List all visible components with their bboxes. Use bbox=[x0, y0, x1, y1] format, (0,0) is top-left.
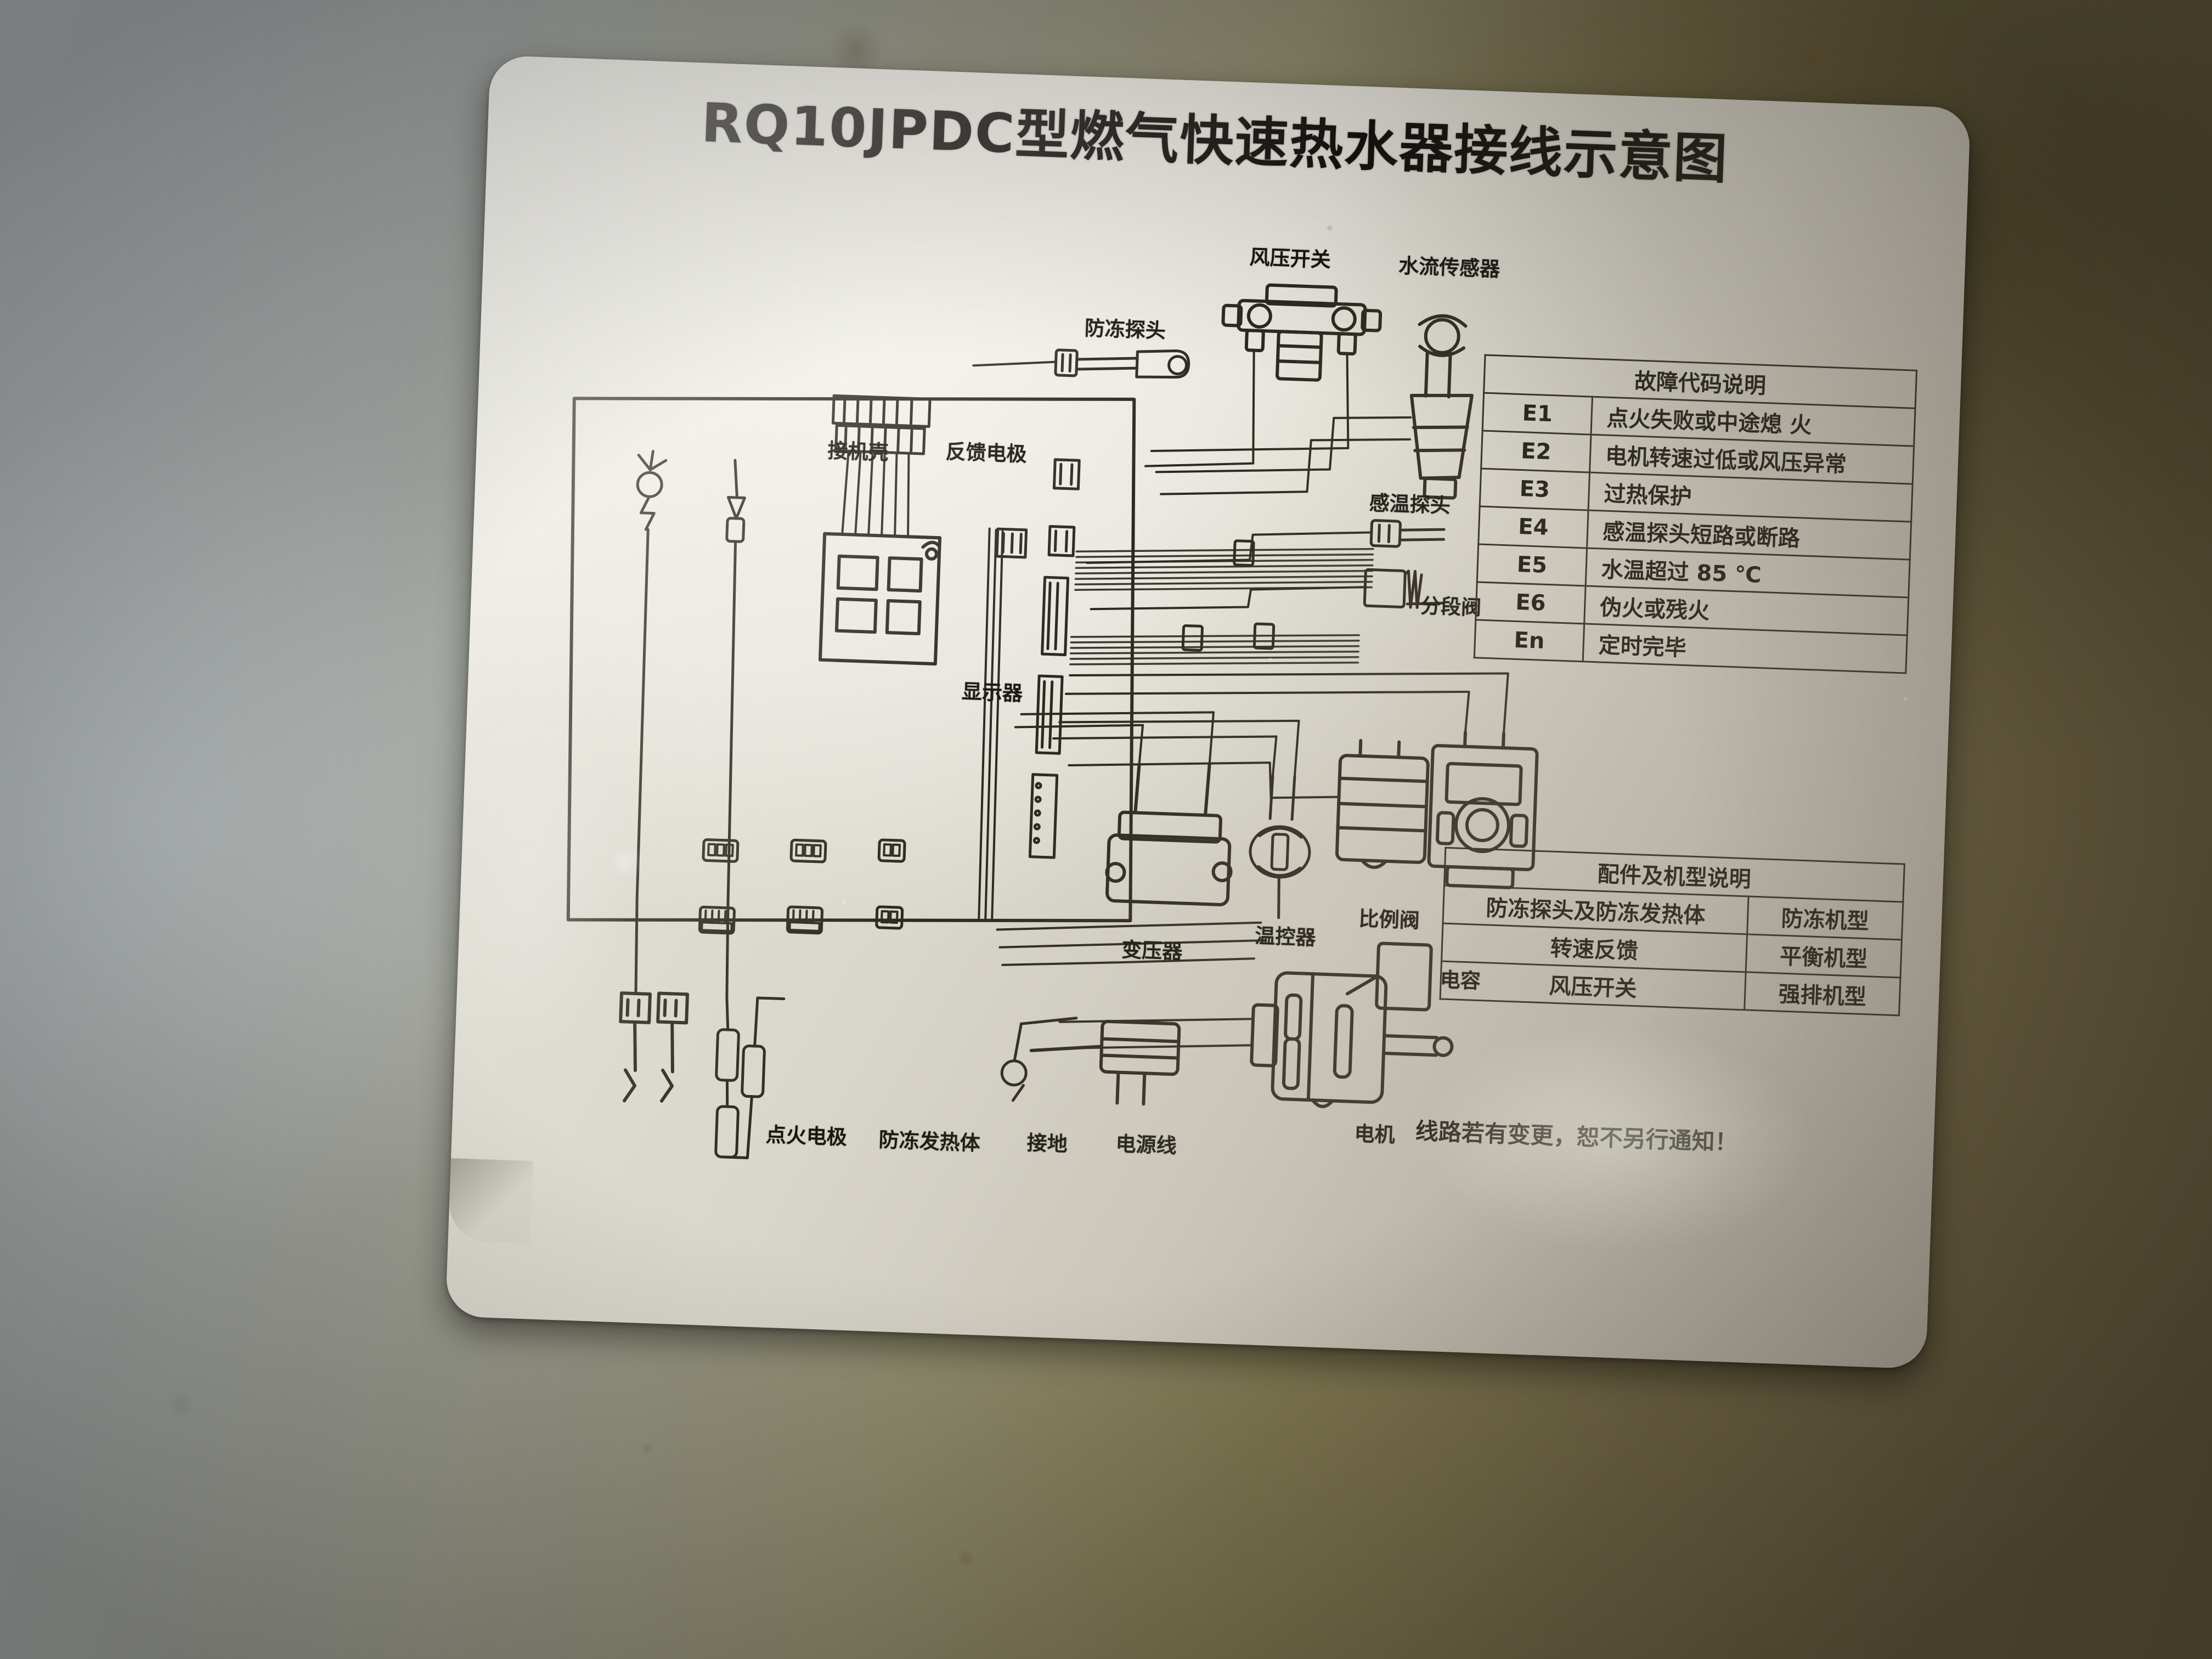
wiring-diagram-label: RQ10JPDC型燃气快速热水器接线示意图 bbox=[445, 55, 1971, 1369]
